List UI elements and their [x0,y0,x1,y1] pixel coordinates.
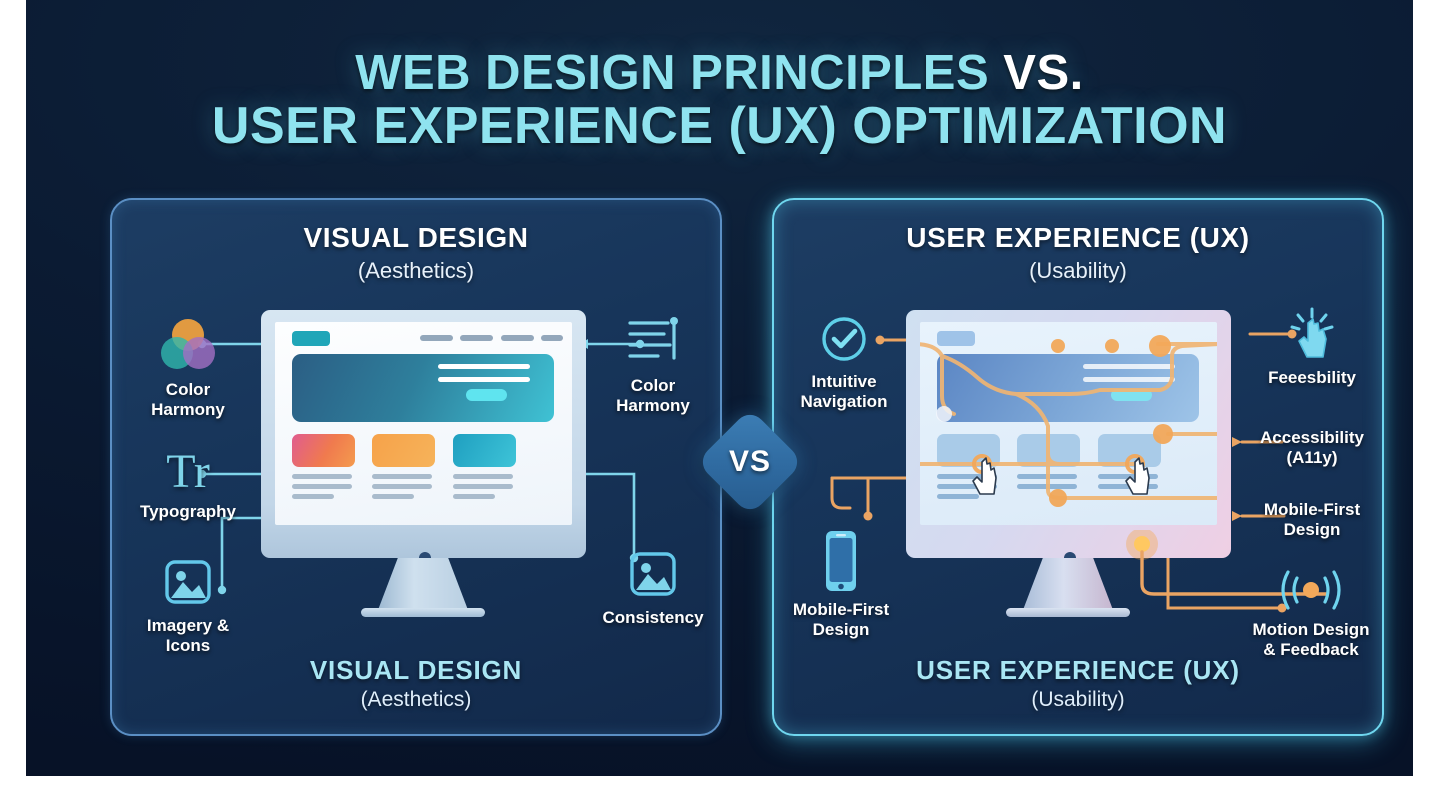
tap-hand-icon [1248,306,1376,362]
mock-nav-item [501,335,534,341]
mock-hero-line [438,364,530,369]
mock-hero-line [438,377,530,382]
node-accessibility[interactable]: Accessibility (A11y) [1244,428,1380,468]
left-panel-title: VISUAL DESIGN [303,222,529,253]
mock-hero-cta [466,389,507,401]
typography-tr-icon: Tr [166,445,210,498]
right-panel-footer-subtitle: (Usability) [1031,688,1125,711]
mock-text-line [292,484,352,489]
mock-text-line [453,484,513,489]
mock-text-line [372,484,432,489]
node-typography[interactable]: Tr Typography [132,448,244,522]
node-mobile-first-left[interactable]: Mobile-First Design [780,528,902,640]
mock-text-line [937,474,997,479]
mock-text-line [1098,484,1158,489]
check-circle-icon [784,312,904,366]
mock-text-line [372,474,432,479]
mock-card [292,434,355,467]
color-wheel-icon [136,316,240,374]
node-motion-design[interactable]: Motion Design & Feedback [1236,566,1386,660]
title-line-1-main: WEB DESIGN PRINCIPLES [355,46,990,100]
user-journey-overlay [920,335,1217,507]
mock-nav-item [541,335,563,341]
node-imagery-icons[interactable]: Imagery & Icons [136,556,240,656]
title-line-2: USER EXPERIENCE (UX) OPTIMIZATION [211,97,1228,156]
left-panel-subtitle: (Aesthetics) [357,258,475,283]
image-icon [594,548,712,602]
mock-text-line [372,494,414,499]
node-label: Accessibility (A11y) [1260,428,1364,468]
node-label: Mobile-First Design [1263,500,1361,540]
dark-backdrop: WEB DESIGN PRINCIPLES VS. USER EXPERIENC… [26,0,1413,776]
node-label: Consistency [602,608,704,627]
mock-text-line [453,494,495,499]
vs-badge: VS [696,408,804,516]
mock-logo-pill [937,331,975,346]
monitor-base [361,608,485,617]
mock-text-line [937,484,997,489]
node-label: Typography [139,502,237,521]
left-panel-footer-subtitle: (Aesthetics) [360,688,472,711]
mock-nav-item [460,335,493,341]
left-panel-footer-title: VISUAL DESIGN [309,655,523,685]
smartphone-icon [780,528,902,594]
node-label: Color Harmony [151,380,225,420]
image-icon [136,556,240,610]
node-label: Imagery & Icons [146,616,230,656]
mock-card [453,434,516,467]
monitor-screen [920,322,1217,525]
left-panel-footer: VISUAL DESIGN (Aesthetics) [112,655,720,712]
right-panel-footer: USER EXPERIENCE (UX) (Usability) [774,655,1382,712]
cursor-hand-icon [1125,457,1150,495]
mock-text-line [453,474,513,479]
monitor-glow-node [1126,530,1328,596]
title-vs-word: VS. [1003,46,1084,100]
node-color-harmony-left[interactable]: Color Harmony [136,316,240,420]
motion-signal-icon [1236,566,1386,614]
cursor-hand-icon [972,457,997,495]
node-color-harmony-right[interactable]: Color Harmony [598,312,708,416]
mock-logo-pill [292,331,330,346]
node-label: Intuitive Navigation [800,372,888,412]
mock-text-line [292,494,334,499]
node-label: Motion Design & Feedback [1252,620,1370,660]
node-feeesbility[interactable]: Feeesbility [1248,306,1376,388]
vs-badge-label: VS [728,445,772,478]
mock-text-line [937,494,979,499]
mock-text-line [1098,474,1158,479]
left-panel-header: VISUAL DESIGN (Aesthetics) [112,222,720,284]
mock-text-line [292,474,352,479]
node-mobile-first-right[interactable]: Mobile-First Design [1244,500,1380,540]
monitor-screen [275,322,572,525]
node-label: Mobile-First Design [792,600,890,640]
monitor-base [1006,608,1130,617]
right-panel-header: USER EXPERIENCE (UX) (Usability) [774,222,1382,284]
right-panel-footer-title: USER EXPERIENCE (UX) [916,655,1240,685]
page-title: WEB DESIGN PRINCIPLES VS. USER EXPERIENC… [26,46,1413,156]
text-lines-icon [598,312,708,370]
mock-nav-item [420,335,453,341]
right-panel-title: USER EXPERIENCE (UX) [906,222,1250,253]
right-panel-subtitle: (Usability) [1029,258,1127,283]
visual-design-panel: VISUAL DESIGN (Aesthetics) VISUAL DESIGN… [110,198,722,736]
node-label: Feeesbility [1268,368,1356,387]
node-intuitive-navigation[interactable]: Intuitive Navigation [784,312,904,412]
mock-card [372,434,435,467]
mock-hero-line [1083,364,1175,369]
node-label: Color Harmony [616,376,690,416]
node-consistency[interactable]: Consistency [594,548,712,628]
mock-hero-line [1083,377,1175,382]
title-line-1: WEB DESIGN PRINCIPLES VS. [26,46,1413,100]
